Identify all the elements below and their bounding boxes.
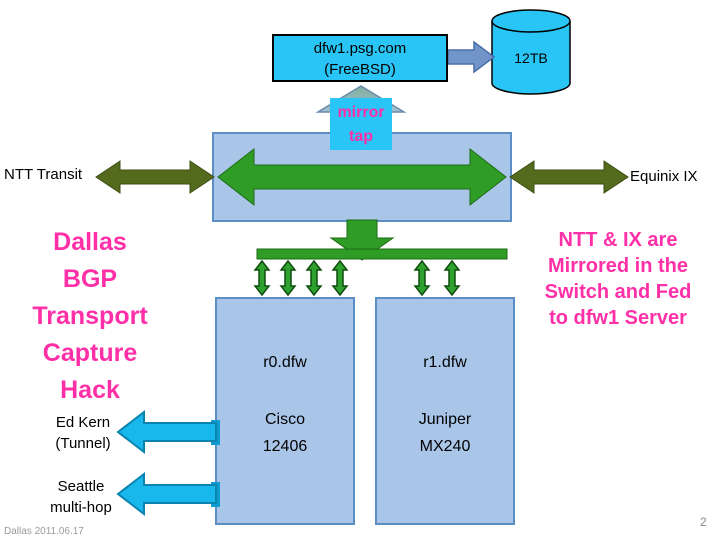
note-line: Mirrored in the — [547, 255, 688, 277]
seattle-line1: Seattle — [57, 478, 105, 495]
mirror-tap-line1: mirror — [337, 104, 385, 121]
equinix-ix-label: Equinix IX — [630, 168, 698, 185]
server-os: (FreeBSD) — [324, 61, 396, 78]
server-box: dfw1.psg.com (FreeBSD) — [272, 34, 448, 82]
ntt-transit-label: NTT Transit — [4, 166, 83, 183]
router-r1-vendor: Juniper — [418, 411, 472, 428]
title-line: Capture — [42, 339, 138, 367]
r0-link-arrow-2 — [279, 259, 297, 297]
r0-link-arrow-1 — [253, 259, 271, 297]
router-r1-box: r1.dfw Juniper MX240 — [375, 297, 515, 525]
page-number: 2 — [700, 515, 707, 529]
note-line: to dfw1 Server — [549, 307, 687, 329]
r0-link-arrow-3 — [305, 259, 323, 297]
equinix-ix-link-arrow — [509, 160, 629, 194]
note-line: Switch and Fed — [544, 281, 692, 303]
title-line: Transport — [32, 302, 148, 330]
r0-link-arrow-4 — [331, 259, 349, 297]
seattle-tunnel-arrow — [116, 471, 217, 517]
router-r1-model: MX240 — [419, 438, 471, 455]
slide-footer: Dallas 2011.06.17 — [4, 526, 84, 537]
seattle-line2: multi-hop — [50, 499, 112, 516]
router-r0-name: r0.dfw — [263, 354, 307, 371]
mirror-tap-line2: tap — [349, 128, 373, 145]
mirror-note: NTT & IX are Mirrored in the Switch and … — [520, 227, 716, 331]
r1-link-arrow-2 — [443, 259, 461, 297]
storage-cylinder-icon — [491, 9, 571, 95]
ed-kern-tunnel-arrow — [116, 409, 217, 455]
router-r0-box: r0.dfw Cisco 12406 — [215, 297, 355, 525]
server-name: dfw1.psg.com — [313, 40, 407, 57]
slide-title: Dallas BGP Transport Capture Hack — [5, 224, 175, 409]
storage-capacity-label: 12TB — [514, 50, 548, 66]
router-r0-model: 12406 — [262, 438, 308, 455]
ed-kern-line2: (Tunnel) — [55, 435, 111, 452]
seattle-label: Seattle multi-hop — [26, 476, 136, 518]
switch-trunk-arrow — [217, 147, 507, 207]
distribution-bar — [256, 248, 508, 260]
title-line: Dallas — [53, 228, 127, 256]
router-r1-name: r1.dfw — [423, 354, 467, 371]
title-line: Hack — [60, 376, 120, 404]
mirror-tap-label: mirror tap — [330, 98, 392, 150]
ed-kern-line1: Ed Kern — [55, 414, 111, 431]
ed-kern-label: Ed Kern (Tunnel) — [28, 412, 138, 454]
r1-link-arrow-1 — [413, 259, 431, 297]
server-to-storage-arrow — [447, 40, 496, 74]
ntt-transit-link-arrow — [95, 160, 215, 194]
note-line: NTT & IX are — [558, 229, 678, 251]
router-r0-vendor: Cisco — [264, 411, 305, 428]
title-line: BGP — [62, 265, 118, 293]
